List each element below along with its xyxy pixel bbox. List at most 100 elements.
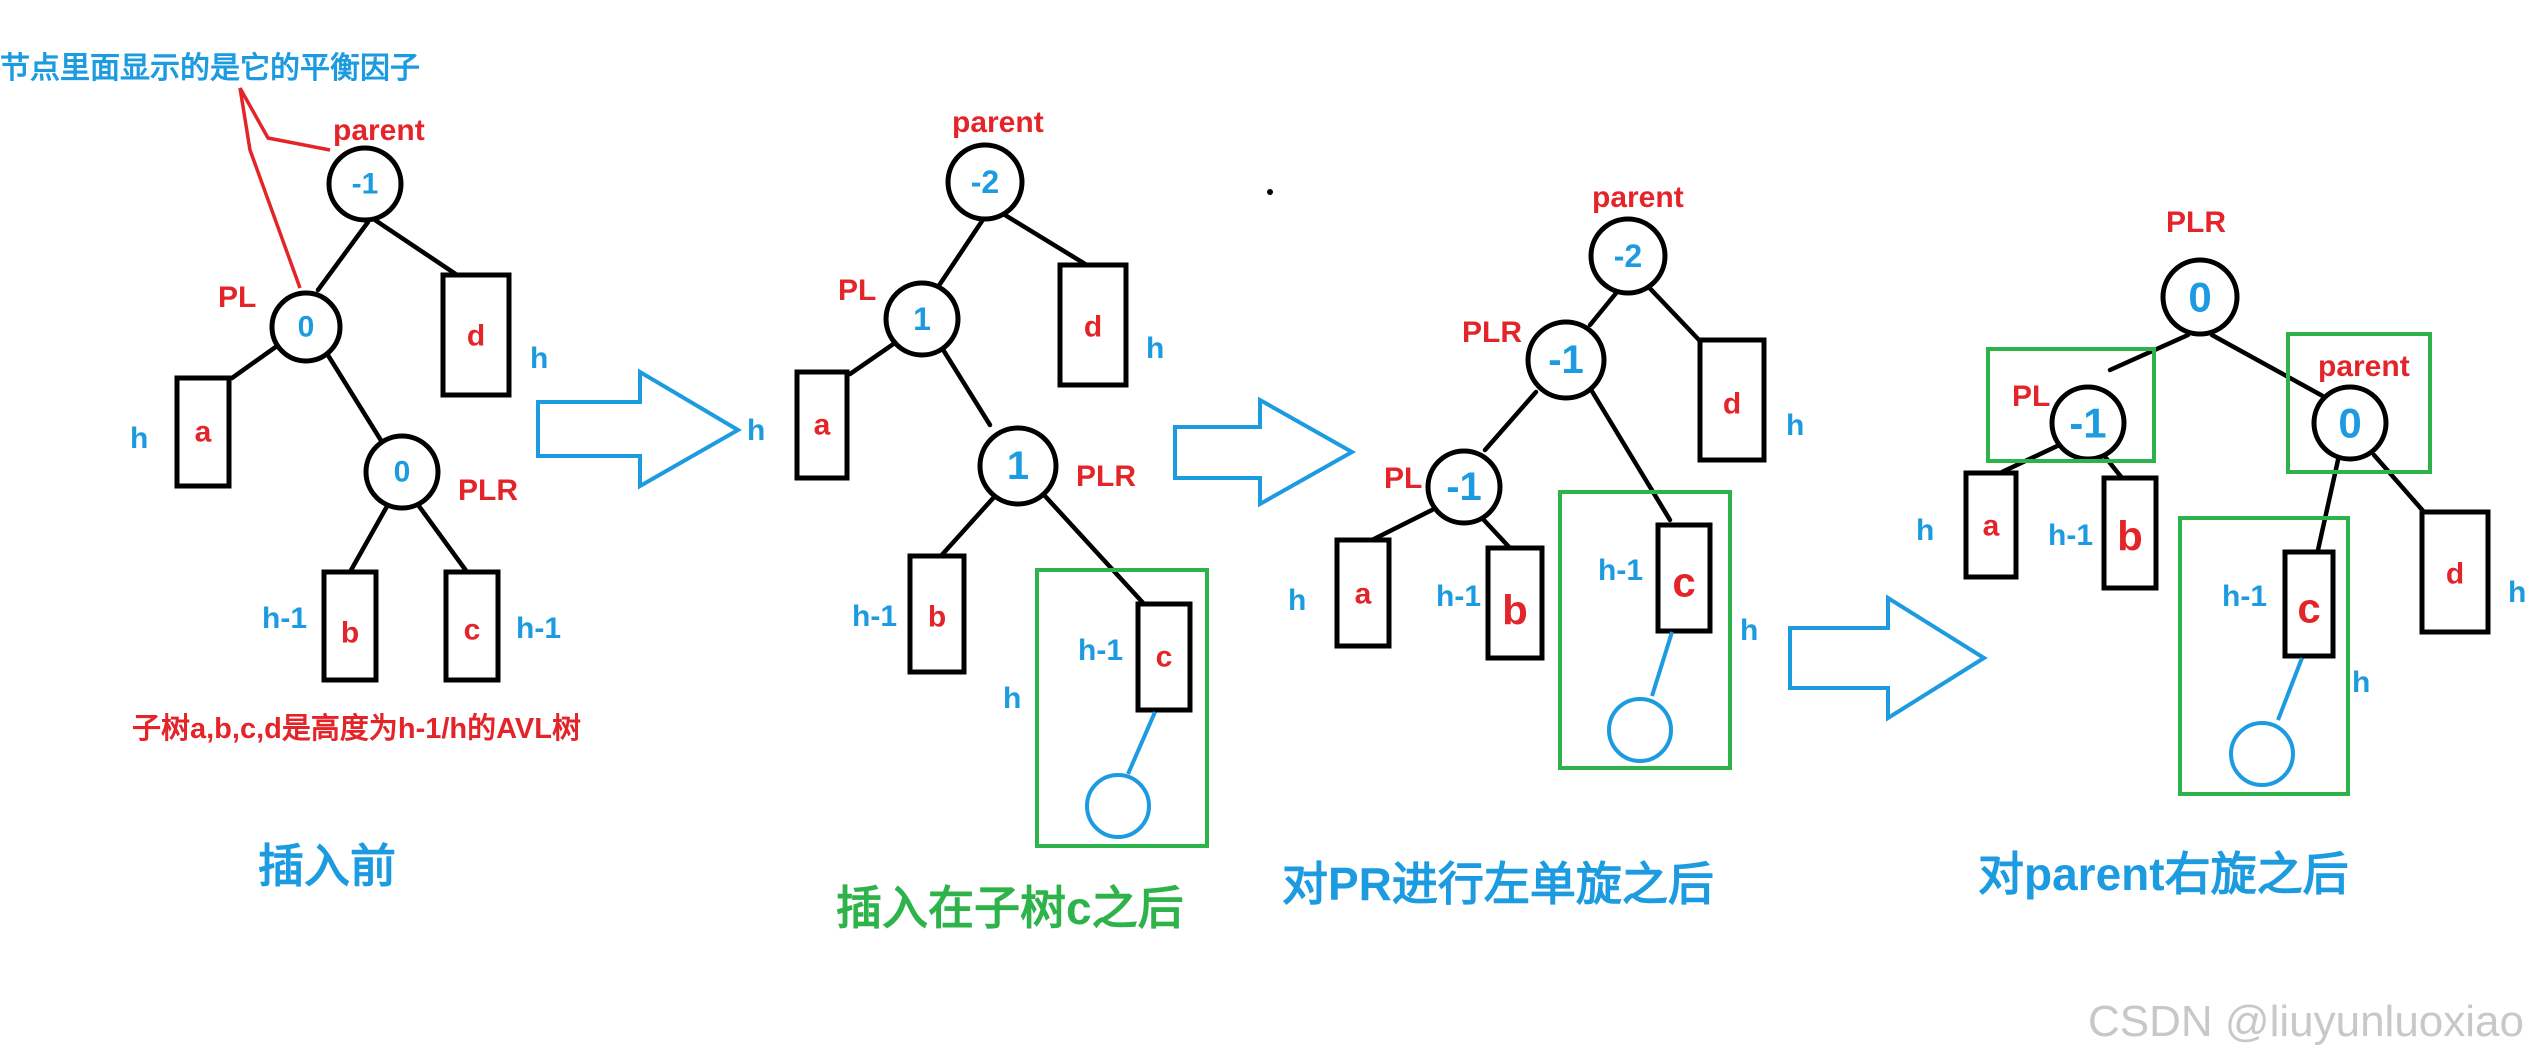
- edge: [997, 209, 1093, 270]
- height-a: h: [747, 414, 765, 447]
- subtree-b: [907, 553, 967, 675]
- subtree-c: [2282, 549, 2336, 659]
- pl-balance-factor: -1: [2069, 400, 2106, 447]
- transition-arrow-1: [536, 368, 742, 490]
- plr-node: [977, 425, 1059, 507]
- height-c: h-1: [2222, 580, 2267, 613]
- subtree-b-label: b: [341, 617, 359, 650]
- edge: [1587, 289, 1620, 328]
- parent-balance-factor: -1: [352, 168, 379, 201]
- inserted-group-box: [2178, 516, 2350, 796]
- caption-4: 对parent右旋之后: [1978, 848, 2349, 900]
- subtree-c-label: c: [464, 614, 481, 647]
- stray-dot: [1267, 189, 1273, 195]
- note-text: 节点里面显示的是它的平衡因子: [0, 51, 420, 85]
- parent-label: parent: [1592, 181, 1684, 214]
- inserted-node: [1607, 697, 1673, 763]
- caption-3: 对PR进行左单旋之后: [1282, 858, 1714, 910]
- height-b: h-1: [852, 600, 897, 633]
- subtree-c: [1135, 601, 1193, 713]
- height-a: h: [1288, 584, 1306, 617]
- inserted-node: [1085, 773, 1151, 839]
- subtree-a-label: a: [1355, 578, 1372, 611]
- edge: [229, 338, 287, 381]
- edge: [1482, 389, 1539, 453]
- height-group: h: [2352, 666, 2370, 699]
- plr-node: [2160, 257, 2240, 337]
- height-d: h: [2508, 576, 2526, 609]
- panel-4: 0 -1 0 a b c d PLR PL parent h h-1 h-1 h…: [1916, 206, 2526, 900]
- edge: [939, 345, 993, 428]
- height-d: h: [1146, 332, 1164, 365]
- pl-balance-factor: -1: [1446, 465, 1482, 509]
- height-c: h-1: [1078, 634, 1123, 667]
- parent-label: parent: [333, 114, 425, 147]
- subtree-b-label: b: [2117, 513, 2143, 560]
- subtree-a: [1963, 470, 2019, 580]
- plr-balance-factor: 0: [394, 456, 411, 489]
- parent-node: [2311, 384, 2389, 462]
- transition-arrow-2: [1173, 396, 1357, 508]
- pl-label: PL: [838, 274, 876, 307]
- pl-balance-factor: 0: [298, 311, 315, 344]
- parent-group-box: [2286, 332, 2432, 474]
- height-group: h: [1740, 614, 1758, 647]
- plr-label: PLR: [2166, 206, 2226, 239]
- subtree-a-label: a: [814, 409, 831, 442]
- subtree-c: [1655, 522, 1713, 634]
- caption-1: 插入前: [258, 840, 396, 892]
- subtree-d: [440, 272, 512, 398]
- subtree-b-label: b: [928, 601, 946, 634]
- parent-balance-factor: -2: [971, 164, 999, 200]
- subtree-d-label: d: [1723, 388, 1741, 421]
- inserted-group-box: [1558, 490, 1732, 770]
- parent-node: [945, 142, 1025, 222]
- subtree-b: [321, 569, 379, 683]
- height-c: h-1: [1598, 554, 1643, 587]
- edge: [937, 493, 998, 560]
- subtree-b: [2101, 475, 2159, 591]
- subtree-b: [1485, 545, 1545, 661]
- height-a: h: [1916, 514, 1934, 547]
- subtree-d-label: d: [1084, 311, 1102, 344]
- pl-node: [883, 280, 961, 358]
- subtree-c-label: c: [1672, 559, 1695, 606]
- panel-1: -1 0 0 a d b c parent PL PLR h h h-1 h-1…: [130, 114, 581, 892]
- subtree-d-label: d: [467, 320, 485, 353]
- subtree-c: [443, 569, 501, 683]
- panel-3: -2 -1 -1 a d b c parent PLR PL h h h-1 h…: [1282, 181, 1804, 910]
- parent-label: parent: [2318, 350, 2410, 383]
- height-b: h-1: [1436, 580, 1481, 613]
- height-b: h-1: [262, 602, 307, 635]
- parent-balance-factor: 0: [2338, 400, 2361, 447]
- subtree-a: [174, 375, 232, 489]
- watermark: CSDN @liuyunluoxiao: [2088, 997, 2524, 1046]
- edge: [2107, 332, 2191, 373]
- subtree-a: [1334, 537, 1392, 649]
- plr-label: PLR: [1076, 460, 1136, 493]
- panel-2: -2 1 1 a d b c parent PL PLR h h h-1 h-1…: [747, 106, 1209, 934]
- edge: [2209, 332, 2333, 403]
- edge: [2371, 452, 2427, 515]
- pl-node: [1425, 448, 1503, 526]
- subtree-a: [794, 369, 850, 481]
- pl-balance-factor: 1: [913, 301, 931, 337]
- pl-label: PL: [218, 281, 256, 314]
- transition-arrow-3: [1788, 594, 1988, 722]
- parent-label: parent: [952, 106, 1044, 139]
- subtree-c-label: c: [1156, 641, 1173, 674]
- inserted-edge: [1126, 711, 1157, 775]
- subtree-d: [1057, 262, 1129, 388]
- edge: [1587, 385, 1673, 523]
- subtree-d: [2419, 509, 2491, 635]
- parent-node: [1588, 216, 1668, 296]
- pl-node: [269, 290, 343, 364]
- edge: [1042, 493, 1148, 608]
- plr-balance-factor: 1: [1007, 444, 1029, 488]
- height-group: h: [1003, 682, 1021, 715]
- plr-balance-factor: 0: [2188, 274, 2211, 321]
- edge: [2315, 457, 2341, 553]
- plr-node: [363, 433, 441, 511]
- height-d: h: [530, 342, 548, 375]
